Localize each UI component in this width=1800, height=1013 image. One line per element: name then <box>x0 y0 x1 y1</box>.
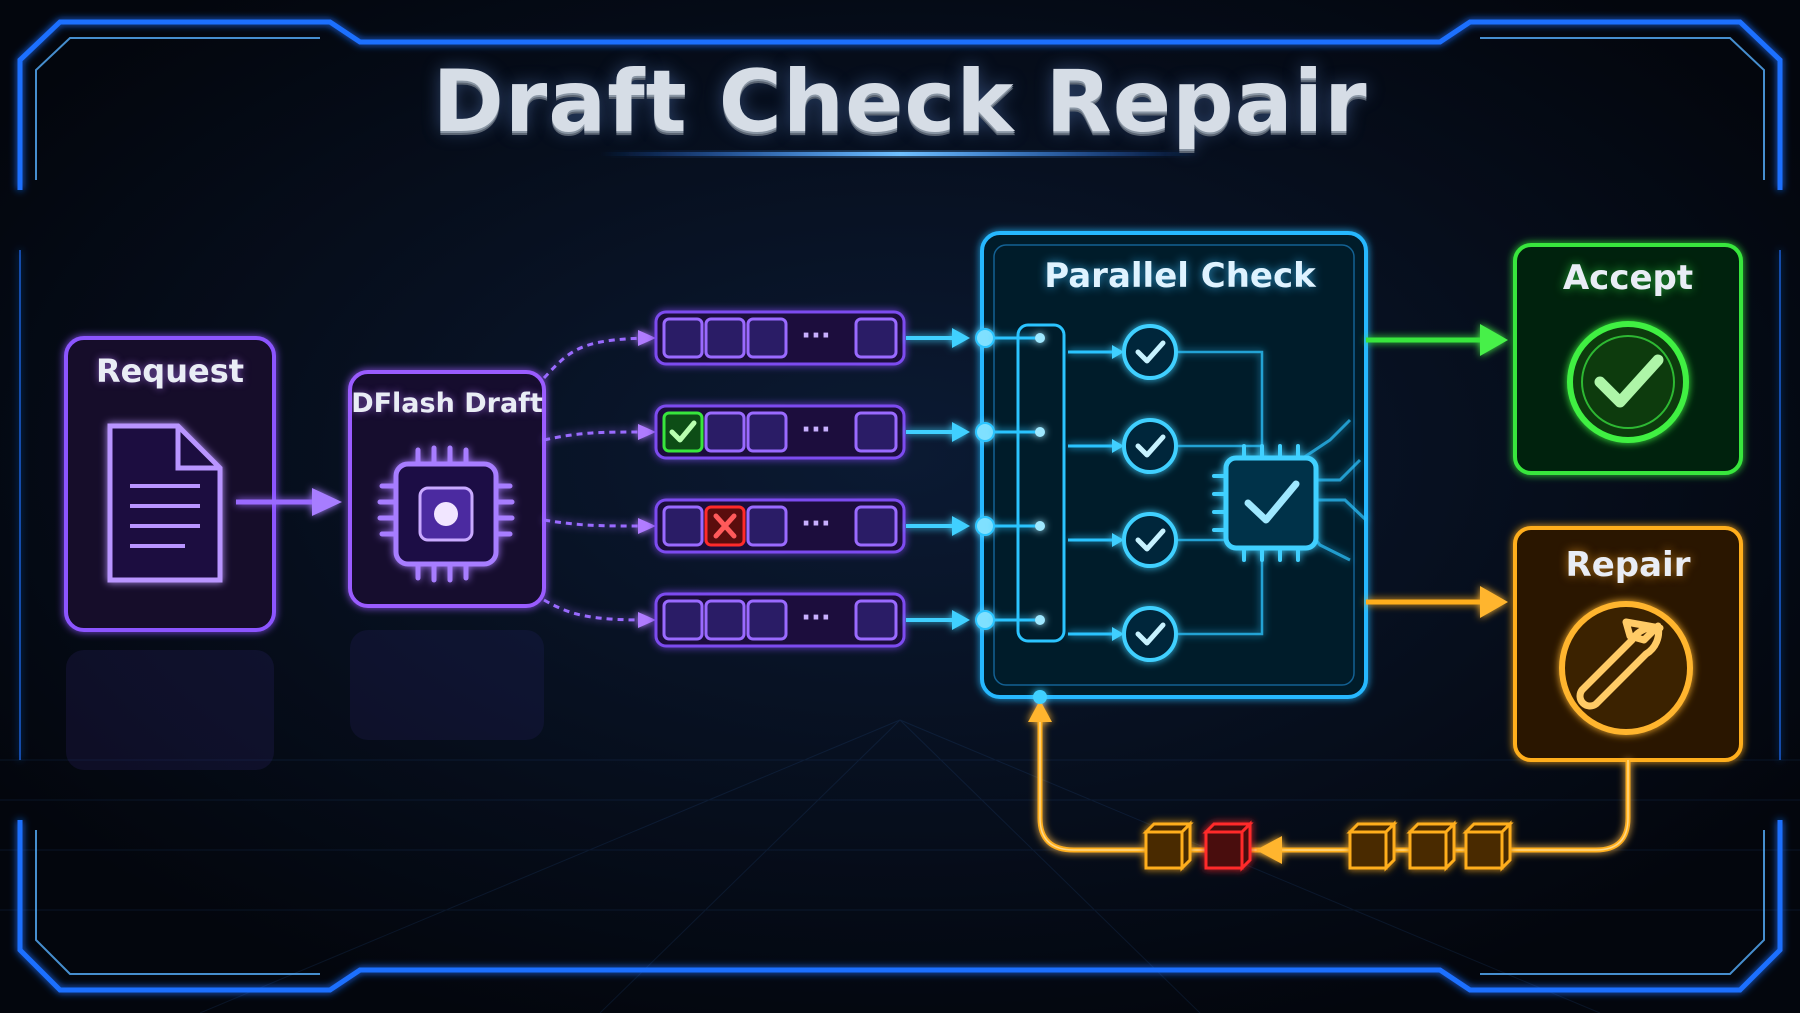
row-to-check-arrow <box>906 328 995 348</box>
frame-inner-accent <box>35 37 1765 975</box>
token-x-icon <box>713 513 737 539</box>
repair-node <box>1513 526 1743 762</box>
repair-feedback-loop <box>1028 690 1631 853</box>
check-circle-icon <box>1567 321 1689 443</box>
request-node <box>64 336 276 632</box>
lane-check-icon <box>1122 324 1178 380</box>
loop-token-cube <box>1142 820 1194 872</box>
draft-fanout-arrowheads <box>638 330 656 628</box>
token-cell <box>704 599 746 641</box>
title-underline <box>600 152 1200 156</box>
token-ellipsis: ··· <box>801 603 831 633</box>
wrench-icon <box>1559 601 1693 735</box>
token-cell <box>746 599 788 641</box>
chip-check-icon <box>1212 418 1368 562</box>
loop-token-cube <box>1346 820 1398 872</box>
check-to-repair-arrow <box>1366 586 1508 618</box>
token-cell <box>854 411 898 453</box>
lane-check-icon <box>1122 606 1178 662</box>
request-label: Request <box>95 352 245 390</box>
lane-check-icon <box>1122 512 1178 568</box>
draft-token-rows: ··· ··· ··· ··· <box>654 310 906 648</box>
repair-loop-tokens <box>1142 820 1514 872</box>
token-row: ··· <box>654 310 906 366</box>
input-port <box>975 328 995 348</box>
check-to-accept-arrow <box>1366 324 1508 356</box>
check-lane <box>994 324 1264 458</box>
accept-label: Accept <box>1562 258 1694 298</box>
token-row: ··· <box>654 404 906 460</box>
dflash-draft-label: DFlash Draft <box>351 388 543 419</box>
token-ellipsis: ··· <box>801 415 831 445</box>
parallel-check-lanes <box>906 324 1264 662</box>
request-reflection <box>66 650 274 770</box>
repair-loop-arrowhead <box>1256 836 1282 864</box>
parallel-check-label: Parallel Check <box>1044 256 1316 296</box>
token-cell <box>662 317 704 359</box>
request-to-draft-arrow <box>236 488 342 516</box>
background-grid <box>0 719 1800 1013</box>
outer-frame <box>17 19 1783 993</box>
row-to-check-arrow <box>906 516 995 536</box>
token-row: ··· <box>654 498 906 554</box>
chip-icon <box>377 445 515 583</box>
check-lane <box>994 418 1264 474</box>
loop-token-cube <box>1462 820 1514 872</box>
token-cell <box>746 505 788 547</box>
input-port <box>975 610 995 630</box>
token-check-icon <box>669 420 697 443</box>
loop-token-cube <box>1202 820 1254 872</box>
token-cell <box>854 505 898 547</box>
repair-label: Repair <box>1565 545 1691 585</box>
check-lane <box>994 458 1264 662</box>
draft-fanout-connectors <box>542 336 646 622</box>
check-lane <box>994 458 1264 568</box>
token-cell <box>704 317 746 359</box>
input-port <box>975 516 995 536</box>
dflash-draft-node <box>348 370 546 608</box>
token-ellipsis: ··· <box>801 509 831 539</box>
input-port <box>975 422 995 442</box>
accept-node <box>1513 243 1743 475</box>
token-row: ··· <box>654 592 906 648</box>
token-cell <box>704 411 746 453</box>
page-title: Draft Check Repair <box>432 52 1368 152</box>
token-cell <box>746 411 788 453</box>
token-cell <box>854 599 898 641</box>
dflash-reflection <box>350 630 544 740</box>
lane-check-icon <box>1122 418 1178 474</box>
loop-token-cube <box>1406 820 1458 872</box>
token-cell <box>662 599 704 641</box>
token-cell <box>746 317 788 359</box>
token-cell <box>854 317 898 359</box>
document-icon <box>107 423 223 583</box>
token-ellipsis: ··· <box>801 321 831 351</box>
token-cell <box>662 505 704 547</box>
